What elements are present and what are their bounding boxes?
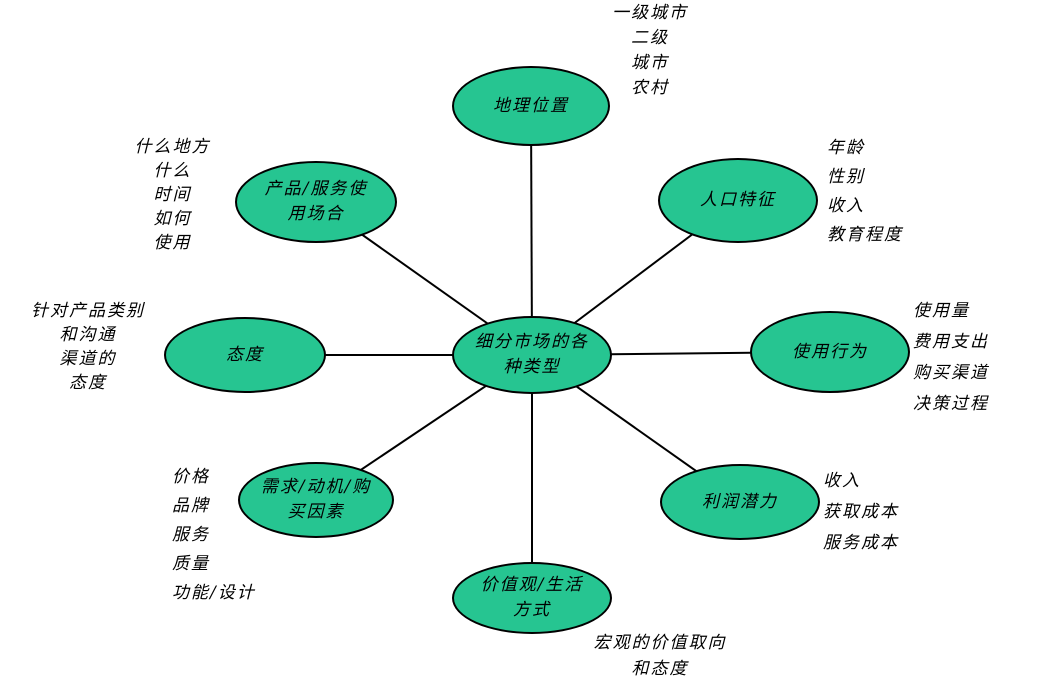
note-geography: 一级城市 二级 城市 农村 [612,3,688,98]
node-label: 地理位置 [493,95,569,116]
note-product-service-occasion: 什么地方 什么 时间 如何 使用 [134,137,211,253]
node-label: 利润潜力 [702,491,778,512]
node-label: 产品/服务使 用场合 [264,179,368,224]
node-attitude: 态度 [164,317,326,393]
node-label: 细分市场的各 种类型 [475,332,589,377]
node-label: 价值观/生活 方式 [480,575,584,620]
note-needs-motivation-purchase: 价格 品牌 服务 质量 功能/设计 [172,467,256,603]
node-product-service-occasion: 产品/服务使 用场合 [235,161,397,243]
note-attitude: 针对产品类别 和沟通 渠道的 态度 [31,301,145,393]
node-needs-motivation-purchase: 需求/动机/购 买因素 [238,462,394,538]
node-label: 人口特征 [700,190,776,211]
connector-line [530,105,533,356]
node-usage-behavior: 使用行为 [750,311,910,393]
node-geography: 地理位置 [452,66,610,146]
node-center-segment-types: 细分市场的各 种类型 [452,316,612,394]
note-usage-behavior: 使用量 费用支出 购买渠道 决策过程 [913,301,989,414]
node-label: 需求/动机/购 买因素 [260,477,372,522]
note-demographics: 年龄 性别 收入 教育程度 [827,138,903,245]
note-profit-potential: 收入 获取成本 服务成本 [823,471,899,553]
node-profit-potential: 利润潜力 [660,464,820,540]
node-label: 态度 [226,344,264,365]
note-values-lifestyle: 宏观的价值取向 和态度 [593,633,727,679]
node-values-lifestyle: 价值观/生活 方式 [452,562,612,634]
node-demographics: 人口特征 [658,158,818,243]
node-label: 使用行为 [792,341,868,362]
